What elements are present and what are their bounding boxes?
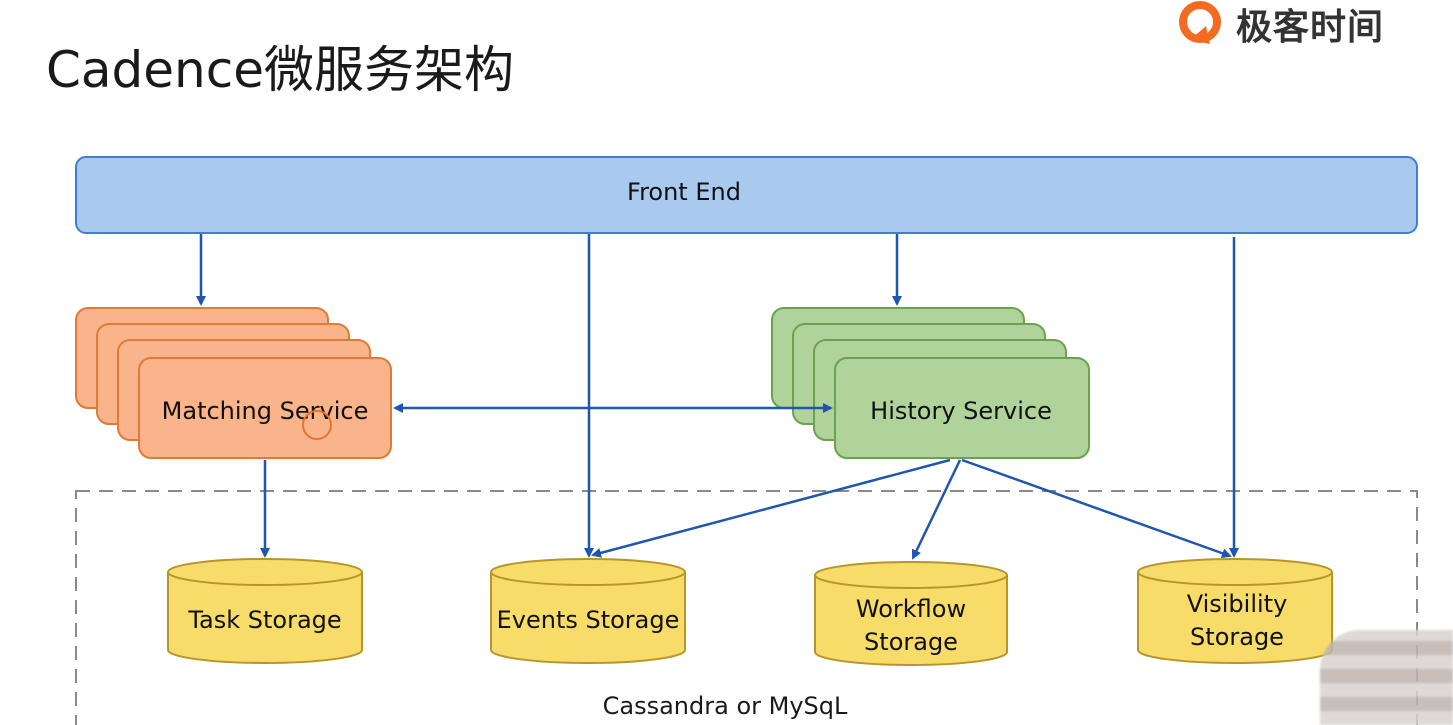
arrow-history-to-events <box>591 458 951 558</box>
visibility-storage-label-line1: Visibility <box>1187 590 1288 618</box>
visibility-storage-label-line2: Storage <box>1190 623 1284 651</box>
task-storage-label: Task Storage <box>187 606 341 634</box>
arrow-history-to-visibility <box>961 458 1232 559</box>
cursor-indicator <box>302 410 332 440</box>
brand-logo: 极客时间 <box>1176 0 1384 48</box>
storage-group-box <box>75 490 1418 725</box>
workflow-storage-label-line2: Storage <box>864 628 958 656</box>
geektime-logo-icon <box>1179 1 1221 44</box>
storage-group-label: Cassandra or MySqL <box>602 692 848 720</box>
matching-service-node: Matching Service <box>75 307 392 459</box>
arrow-history-to-workflow <box>911 459 962 560</box>
matching-service-label: Matching Service <box>162 397 369 425</box>
history-service-node: History Service <box>771 307 1090 459</box>
front-end-label: Front End <box>627 178 741 206</box>
history-service-label: History Service <box>870 397 1052 425</box>
workflow-storage-node: Workflow Storage <box>814 561 1008 666</box>
events-storage-label: Events Storage <box>497 606 680 634</box>
visibility-storage-node: Visibility Storage <box>1137 558 1333 664</box>
brand-name: 极客时间 <box>1236 7 1385 48</box>
workflow-storage-label-line1: Workflow <box>856 595 966 623</box>
page-title: Cadence微服务架构 <box>46 41 514 99</box>
front-end-node: Front End <box>75 156 1418 234</box>
webcam-overlay-blurred <box>1320 630 1453 725</box>
task-storage-node: Task Storage <box>167 558 363 664</box>
events-storage-node: Events Storage <box>490 558 686 664</box>
